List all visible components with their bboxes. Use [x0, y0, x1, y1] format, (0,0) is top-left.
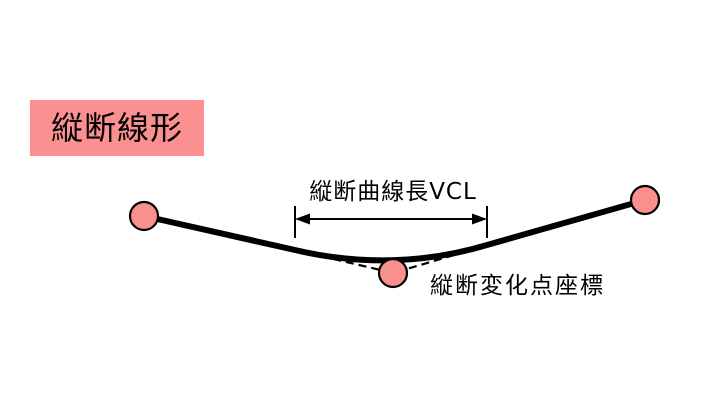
page-title: 縦断線形 [30, 100, 204, 156]
vip-point [377, 257, 409, 289]
vcl-dimension-label: 縦断曲線長VCL [309, 179, 477, 205]
vcl-arrowhead-left-icon [295, 213, 310, 225]
vip-coordinate-label: 縦断変化点座標 [430, 273, 605, 299]
left-grade-point [128, 200, 160, 232]
profile-line [141, 197, 648, 264]
right-grade-point [629, 184, 661, 216]
vcl-arrowhead-right-icon [472, 213, 487, 225]
